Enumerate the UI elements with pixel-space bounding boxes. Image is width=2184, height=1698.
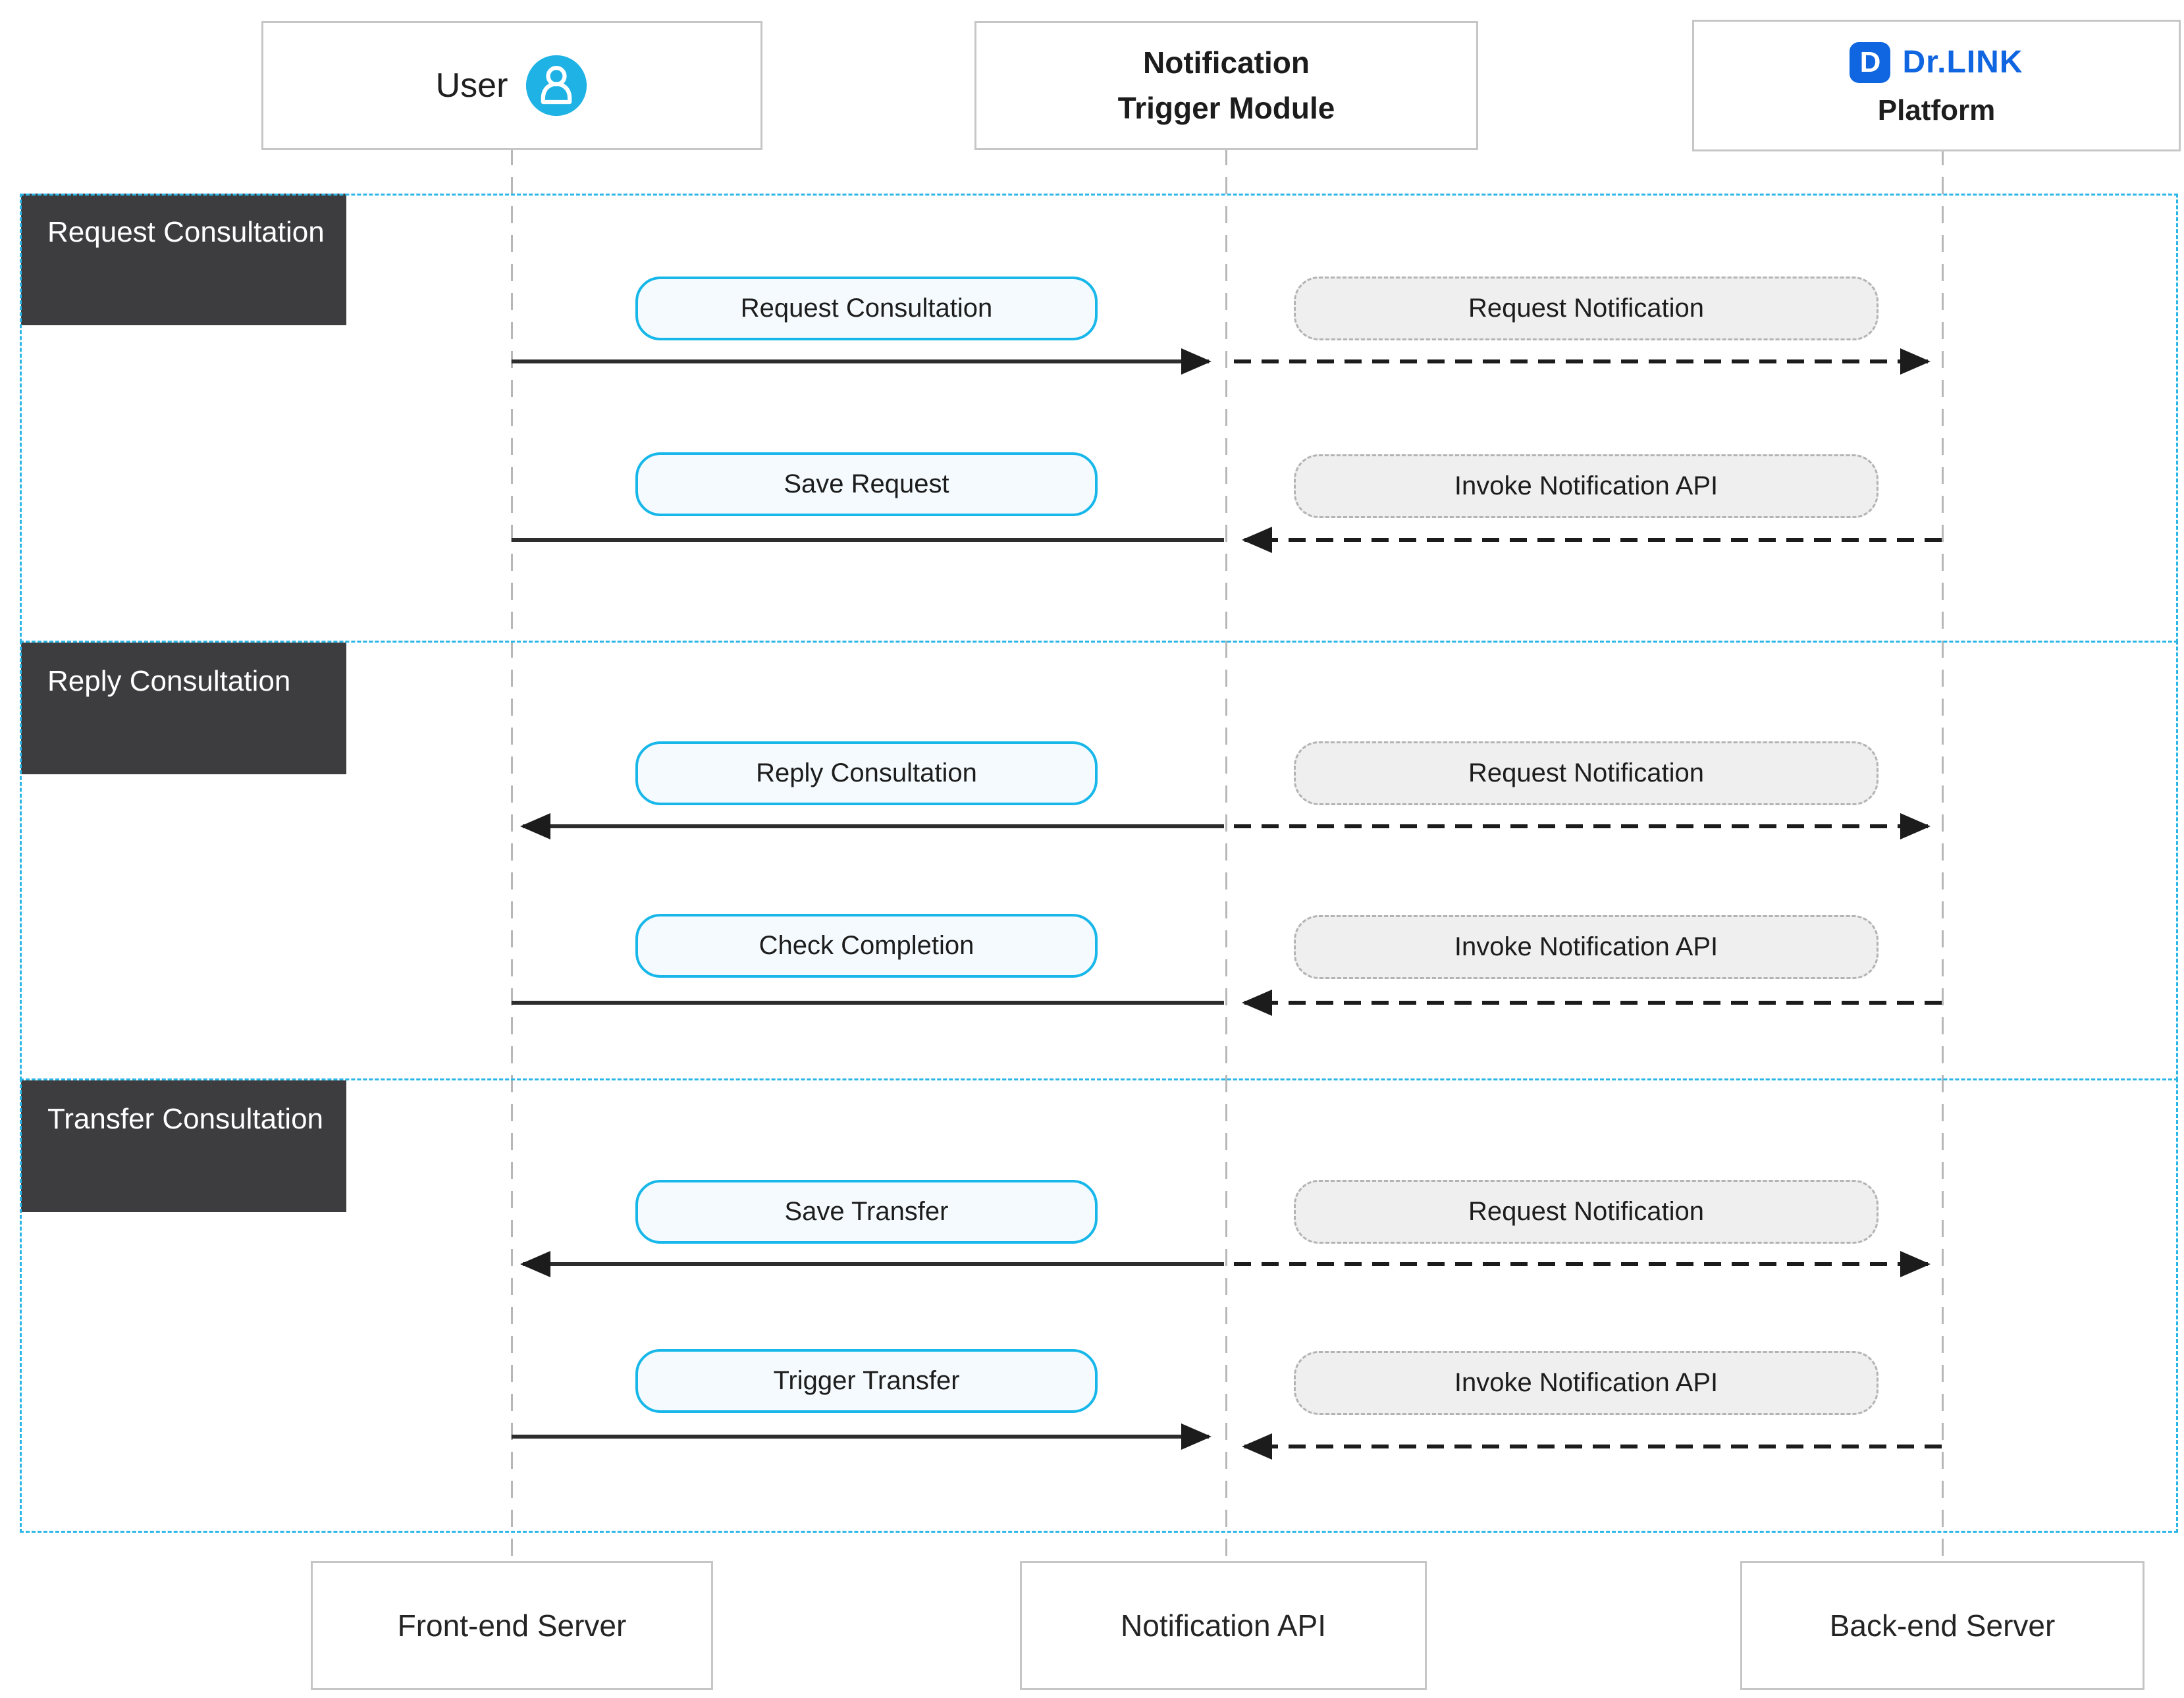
drlink-logo-icon: D — [1850, 42, 1891, 84]
message-invoke-notification-api-3: Invoke Notification API — [1294, 1351, 1878, 1415]
message-trigger-transfer: Trigger Transfer — [635, 1349, 1098, 1413]
backend-server-label: Back-end Server — [1829, 1608, 2056, 1643]
lifeline-platform-backend — [1942, 148, 1944, 1574]
message-check-completion: Check Completion — [635, 914, 1098, 978]
drlink-brand: Dr.LINK — [1902, 45, 2023, 80]
actor-frontend-server: Front-end Server — [311, 1561, 713, 1690]
message-save-transfer: Save Transfer — [635, 1180, 1098, 1244]
message-save-request: Save Request — [635, 452, 1098, 516]
actor-notification-trigger-module: Notification Trigger Module — [974, 21, 1478, 150]
lifeline-user-frontend — [511, 148, 513, 1574]
trigger-module-line1: Notification — [1143, 45, 1310, 80]
notification-api-label: Notification API — [1121, 1608, 1326, 1643]
actor-user: User — [261, 21, 762, 150]
section-title-transfer-consultation: Transfer Consultation — [21, 1080, 346, 1212]
message-request-notification-2: Request Notification — [1294, 741, 1878, 805]
section-title-reply-consultation: Reply Consultation — [21, 643, 346, 774]
section-title-request-consultation: Request Consultation — [21, 194, 346, 325]
actor-notification-api: Notification API — [1020, 1561, 1427, 1690]
message-request-consultation: Request Consultation — [635, 277, 1098, 340]
message-request-notification-1: Request Notification — [1294, 277, 1878, 340]
trigger-module-line2: Trigger Module — [1117, 91, 1335, 125]
actor-backend-server: Back-end Server — [1740, 1561, 2144, 1690]
lifeline-trigger-module-api — [1225, 148, 1227, 1574]
drlink-platform-label: Platform — [1877, 93, 1996, 126]
user-avatar-icon — [526, 55, 587, 117]
user-label: User — [435, 66, 508, 105]
actor-drlink-platform: D Dr.LINK Platform — [1692, 20, 2181, 151]
message-invoke-notification-api-2: Invoke Notification API — [1294, 915, 1878, 979]
message-invoke-notification-api-1: Invoke Notification API — [1294, 454, 1878, 518]
message-reply-consultation: Reply Consultation — [635, 741, 1098, 805]
message-request-notification-3: Request Notification — [1294, 1180, 1878, 1244]
frontend-server-label: Front-end Server — [397, 1608, 627, 1643]
